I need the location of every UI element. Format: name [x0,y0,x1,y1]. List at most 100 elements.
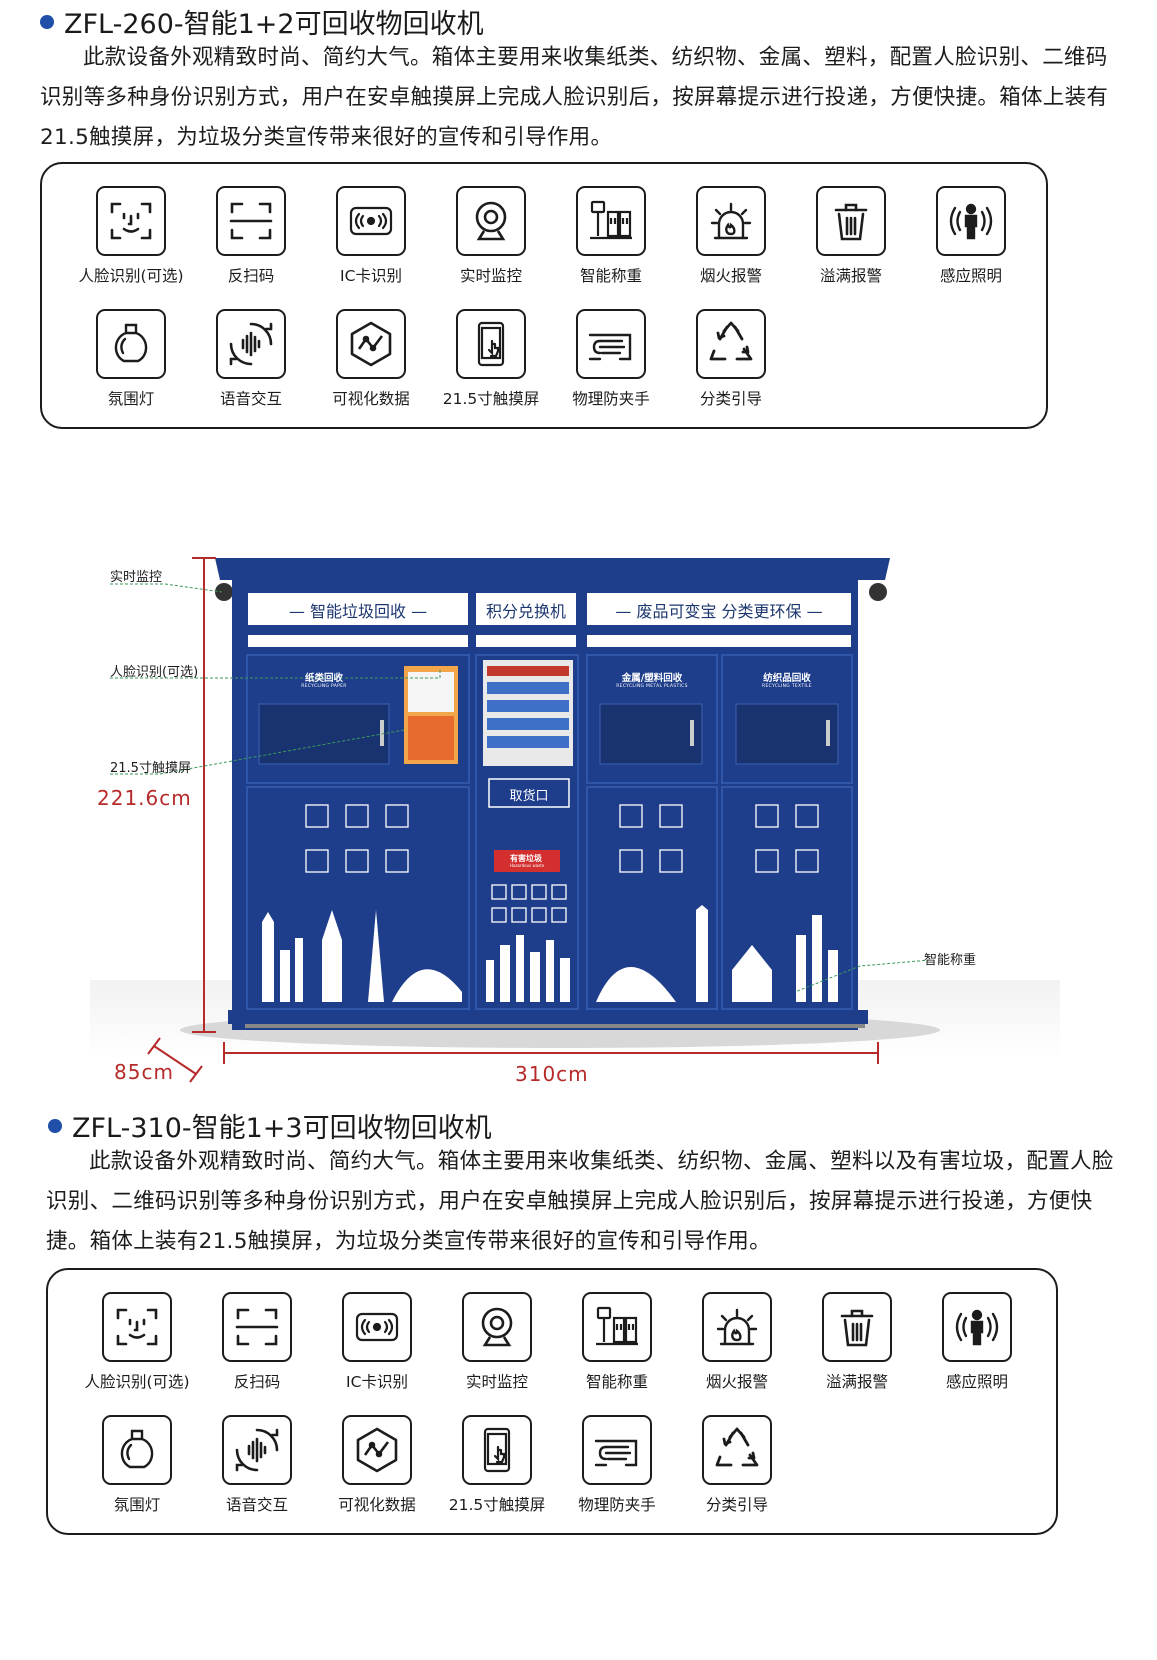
feature-item: 分类引导 [668,309,794,409]
metal-bin-name: 金属/塑料回收 [621,673,683,684]
paper-bin-en: RECYCLING PAPER [301,684,347,689]
light-bulb-icon [96,309,166,379]
vending-window [483,660,573,766]
touch-screen-icon [456,309,526,379]
fire-alarm-icon [696,186,766,256]
feature-label: 语音交互 [225,1496,288,1514]
scan-frame-icon [222,1292,292,1362]
feature-item: 实时监控 [434,1292,560,1392]
feature-item: 氛围灯 [74,1415,200,1515]
feature-label: 21.5寸触摸屏 [442,390,540,408]
feature-label: 实时监控 [459,267,522,285]
recycle-icon [702,1415,772,1485]
feature-item: 感应照明 [914,1292,1040,1392]
paper-bin-label: 纸类回收 RECYCLING PAPER [274,670,374,689]
light-strip-middle [476,635,576,647]
textile-bin-name: 纺织品回收 [763,673,811,684]
feature-label: 溢满报警 [819,267,882,285]
banner-middle-bg [476,593,576,625]
section1-description: 此款设备外观精致时尚、简约大气。箱体主要用来收集纸类、纺织物、金属、塑料，配置人… [40,45,1109,150]
feature-item: 语音交互 [194,1415,320,1515]
banner-middle: 积分兑换机 [485,602,566,621]
feature-item: 语音交互 [188,309,314,409]
section1-title-text: ZFL-260-智能1+2可回收物回收机 [64,9,484,40]
machine-roof [215,558,890,580]
machine-illustration: 实时监控 人脸识别(可选) 21.5寸触摸屏 智能称重 221.6cm 85cm… [0,540,1157,1100]
feature-item: 21.5寸触摸屏 [428,309,554,409]
pickup-port [488,778,570,808]
light-strip-right [587,635,851,647]
feature-item: 21.5寸触摸屏 [434,1415,560,1515]
sensor-person-icon [942,1292,1012,1362]
hand-guard-icon [576,309,646,379]
dimension-height: 221.6cm [97,786,192,810]
hazardous-label: 有害垃圾 [510,853,560,864]
data-hexagon-icon [342,1415,412,1485]
feature-label: IC卡识别 [346,1373,408,1391]
feature-item: 实时监控 [428,186,554,286]
face-recognition-icon [96,186,166,256]
feature-item: 烟火报警 [674,1292,800,1392]
textile-bin-label: 纺织品回收 RECYCLING TEXTILE [735,670,839,689]
feature-label: 反扫码 [233,1373,281,1391]
section1-title: ZFL-260-智能1+2可回收物回收机 [40,2,484,41]
textile-slot [735,703,839,765]
feature-item: 可视化数据 [308,309,434,409]
section2-description: 此款设备外观精致时尚、简约大气。箱体主要用来收集纸类、纺织物、金属、塑料以及有害… [46,1149,1114,1254]
camera-icon [456,186,526,256]
metal-slot [599,703,703,765]
feature-label: IC卡识别 [340,267,402,285]
voice-icon [216,309,286,379]
feature-item: 感应照明 [908,186,1034,286]
feature-item: IC卡识别 [308,186,434,286]
hazardous-label-bg [494,850,560,872]
feature-label: 21.5寸触摸屏 [448,1496,546,1514]
hand-guard-icon [582,1415,652,1485]
camera-icon [462,1292,532,1362]
feature-item: 可视化数据 [314,1415,440,1515]
feature-label: 氛围灯 [107,390,155,408]
feature-label: 反扫码 [227,267,275,285]
paper-bin-name: 纸类回收 [304,673,343,684]
feature-label: 智能称重 [585,1373,648,1391]
paper-slot [258,703,390,765]
feature-label: 实时监控 [465,1373,528,1391]
scale-icon [576,186,646,256]
fire-alarm-icon [702,1292,772,1362]
section2-title: ZFL-310-智能1+3可回收物回收机 [48,1106,492,1145]
feature-label: 智能称重 [579,267,642,285]
sensor-person-icon [936,186,1006,256]
feature-item: 物理防夹手 [548,309,674,409]
feature-item: 智能称重 [548,186,674,286]
feature-label: 溢满报警 [825,1373,888,1391]
feature-item: 智能称重 [554,1292,680,1392]
left-camera [215,583,233,601]
dimension-width: 310cm [515,1062,589,1086]
feature-label: 物理防夹手 [572,390,650,408]
feature-label: 可视化数据 [332,390,410,408]
callout-screen: 21.5寸触摸屏 [110,761,191,776]
bullet-dot-icon [48,1118,62,1133]
trash-bin-icon [822,1292,892,1362]
feature-label: 分类引导 [705,1496,768,1514]
feature-item: 物理防夹手 [554,1415,680,1515]
trash-bin-icon [816,186,886,256]
banner-right-bg [587,593,851,625]
feature-label: 物理防夹手 [578,1496,656,1514]
feature-item: 溢满报警 [788,186,914,286]
feature-item: 分类引导 [674,1415,800,1515]
section2-title-text: ZFL-310-智能1+3可回收物回收机 [72,1113,492,1144]
pickup-port-label: 取货口 [509,789,549,804]
metal-bin-en: RECYCLING METAL PLASTICS [616,684,688,689]
feature-item: IC卡识别 [314,1292,440,1392]
textile-bin-en: RECYCLING TEXTILE [762,684,812,689]
feature-item: 人脸识别(可选) [74,1292,200,1392]
feature-item: 溢满报警 [794,1292,920,1392]
ic-card-icon [336,186,406,256]
light-bulb-icon [102,1415,172,1485]
hazardous-en-label: Hazardous waste [510,863,545,868]
data-hexagon-icon [336,309,406,379]
feature-label: 人脸识别(可选) [78,267,184,285]
callout-monitor: 实时监控 [110,570,163,585]
